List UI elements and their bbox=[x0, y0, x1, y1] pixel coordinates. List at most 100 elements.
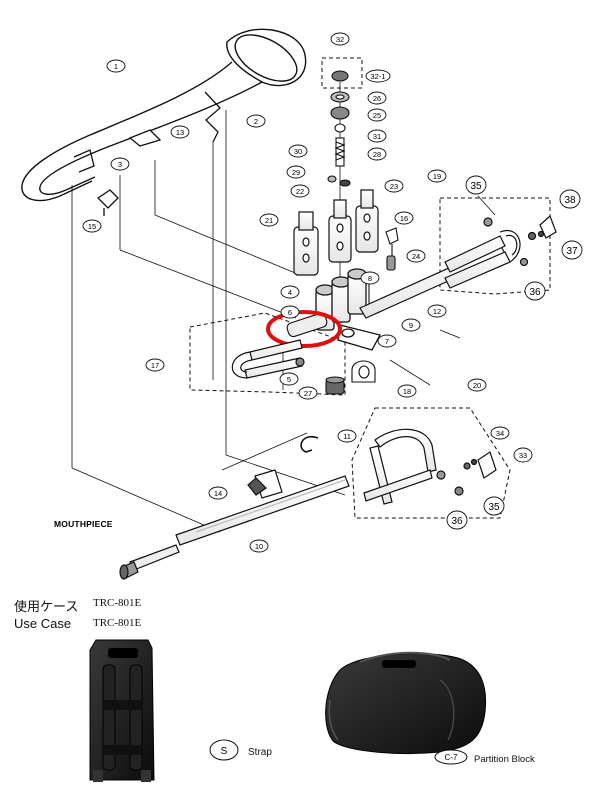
part-number: 25 bbox=[373, 111, 381, 120]
part-label-35-upper: 35 bbox=[465, 175, 487, 195]
part-labels: 1 2 3 4 5 6 7 8 9 10 11 12 13 14 15 16 1… bbox=[82, 32, 583, 553]
valve-pistons bbox=[293, 189, 379, 276]
part-label-14: 14 bbox=[208, 486, 228, 500]
part-number: 36 bbox=[529, 287, 541, 298]
part-number: 17 bbox=[151, 361, 159, 370]
part-number: 2 bbox=[254, 117, 258, 126]
part-label-36-upper: 36 bbox=[524, 281, 546, 301]
part-label-16: 16 bbox=[394, 211, 414, 225]
slide-braces bbox=[73, 91, 221, 216]
part-number: 14 bbox=[214, 489, 222, 498]
part-label-35-lower: 35 bbox=[483, 496, 505, 516]
part-label-38: 38 bbox=[559, 189, 581, 209]
part-number: 10 bbox=[255, 542, 263, 551]
part-label-31: 31 bbox=[367, 129, 387, 143]
part-number: 19 bbox=[433, 172, 441, 181]
use-case-label-jp: 使用ケース bbox=[14, 599, 79, 614]
part-label-18: 18 bbox=[397, 384, 417, 398]
part-label-9: 9 bbox=[401, 318, 421, 332]
part-number: 32 bbox=[336, 35, 344, 44]
part-label-33: 33 bbox=[513, 447, 533, 463]
part-number: 18 bbox=[403, 387, 411, 396]
part-label-12: 12 bbox=[427, 304, 447, 318]
mouthpiece-label: MOUTHPIECE bbox=[54, 519, 113, 529]
part-number: 11 bbox=[343, 432, 351, 441]
strap-label: Strap bbox=[248, 747, 272, 758]
part-label-7: 7 bbox=[377, 334, 397, 348]
part-number: 6 bbox=[288, 308, 292, 317]
part-label-25: 25 bbox=[367, 108, 387, 122]
part-number: 35 bbox=[488, 502, 500, 513]
part-number: 28 bbox=[373, 150, 381, 159]
part-number: 33 bbox=[519, 451, 527, 460]
part-number: 23 bbox=[390, 182, 398, 191]
highlighted-part bbox=[266, 310, 342, 348]
leader-lines bbox=[71, 82, 496, 533]
part-label-15: 15 bbox=[82, 219, 102, 233]
bottom-caps bbox=[325, 360, 376, 395]
part-label-30: 30 bbox=[288, 144, 308, 158]
part-label-34: 34 bbox=[490, 426, 510, 440]
part-label-29: 29 bbox=[286, 165, 306, 179]
part-number: 35 bbox=[470, 181, 482, 192]
part-label-19: 19 bbox=[427, 169, 447, 183]
part-label-37: 37 bbox=[561, 240, 583, 260]
part-label-32-1: 32-1 bbox=[365, 69, 391, 83]
main-tuning-slide bbox=[359, 214, 557, 319]
partition-symbol: C-7 bbox=[434, 749, 468, 765]
strap-symbol-letter: S bbox=[221, 746, 228, 757]
use-case-model-en: TRC-801E bbox=[93, 617, 142, 629]
part-number: 12 bbox=[433, 307, 441, 316]
use-case-label-en: Use Case bbox=[14, 616, 72, 631]
part-number: 21 bbox=[265, 216, 273, 225]
part-label-32: 32 bbox=[330, 32, 350, 46]
part-number: 22 bbox=[296, 187, 304, 196]
part-label-10: 10 bbox=[249, 539, 269, 553]
partition-symbol-code: C-7 bbox=[445, 753, 458, 762]
part-label-21: 21 bbox=[259, 213, 279, 227]
part-number: 4 bbox=[288, 288, 292, 297]
strap-symbol: S bbox=[209, 739, 239, 761]
slide-17 bbox=[231, 339, 305, 379]
part-label-8: 8 bbox=[360, 271, 380, 285]
leadpipe bbox=[175, 469, 350, 546]
part-number: 34 bbox=[496, 429, 504, 438]
part-number: 3 bbox=[118, 160, 122, 169]
part-label-2: 2 bbox=[246, 114, 266, 128]
part-label-28: 28 bbox=[367, 147, 387, 161]
legend-symbols: S C-7 bbox=[209, 739, 468, 765]
slide-20 bbox=[363, 428, 497, 505]
thumb-hook bbox=[300, 435, 319, 453]
part-label-6: 6 bbox=[280, 305, 300, 319]
part-number: 32-1 bbox=[370, 72, 385, 81]
part-number: 24 bbox=[412, 252, 420, 261]
part-number: 38 bbox=[564, 195, 576, 206]
part-number: 20 bbox=[473, 381, 481, 390]
part-number: 1 bbox=[114, 62, 118, 71]
part-number: 13 bbox=[176, 128, 184, 137]
partition-block-label: Partition Block bbox=[474, 754, 535, 765]
part-number: 8 bbox=[368, 274, 372, 283]
part-number: 31 bbox=[373, 132, 381, 141]
part-number: 36 bbox=[451, 516, 463, 527]
part-label-27: 27 bbox=[298, 386, 318, 400]
part-number: 37 bbox=[566, 246, 578, 257]
part-label-22: 22 bbox=[290, 184, 310, 198]
part-label-3: 3 bbox=[110, 157, 130, 171]
part-label-11: 11 bbox=[337, 429, 357, 443]
part-label-4: 4 bbox=[280, 285, 300, 299]
part-number: 15 bbox=[88, 222, 96, 231]
part-label-24: 24 bbox=[406, 249, 426, 263]
part-number: 26 bbox=[373, 94, 381, 103]
part-label-20: 20 bbox=[467, 378, 487, 392]
case-backpack-image bbox=[89, 639, 155, 782]
part-number: 9 bbox=[409, 321, 413, 330]
part-number: 7 bbox=[385, 337, 389, 346]
mouthpiece-drawing bbox=[119, 544, 180, 580]
group-boxes bbox=[189, 57, 551, 519]
part-number: 29 bbox=[292, 168, 300, 177]
part-number: 30 bbox=[294, 147, 302, 156]
part-label-5: 5 bbox=[279, 372, 299, 386]
valve-caps bbox=[327, 70, 351, 187]
